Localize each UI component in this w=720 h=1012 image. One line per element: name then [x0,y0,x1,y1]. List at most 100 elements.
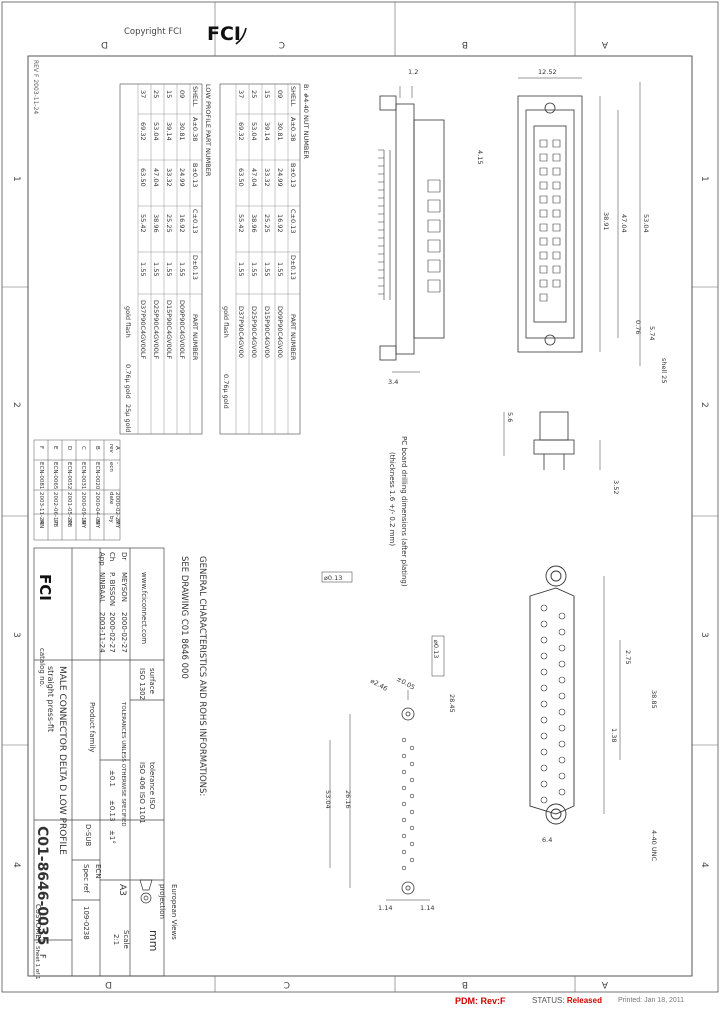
zone-number-left: 3 [11,632,21,638]
pcb-hole-pattern [321,571,445,901]
finish-label: gold flash [222,306,230,338]
revision-header: date [108,492,114,505]
finish-label: 0.76µ gold [222,374,230,409]
table-title: LOW PROFILE PART NUMBER [204,84,212,177]
zone-letter-top: B [462,39,468,49]
revision-header: ecn [108,462,114,472]
table-row: 25 53.04 47.04 38.96 1.55 D25P90C4GV00 [250,90,258,358]
table-cell: D09P90C4GV00 [276,306,284,358]
tolerance-frame: ⌀0.13 [324,574,342,582]
table-cell: D25P90C4GV00LF [152,300,160,360]
revision-header: rev [108,444,114,454]
dim-shell-25: shell 25 [660,358,668,383]
dim-138: 1.38 [610,728,618,742]
revision-cell: ECN-0031 [80,462,86,489]
table-cell: 16.92 [276,214,284,233]
revision-cell: E [52,446,58,450]
zone-letter-bottom: A [601,979,608,989]
table-cell: 1.55 [263,262,271,276]
revision-cell: 2002-06-17 [52,492,58,524]
printed-date: Printed: Jan 18, 2011 [618,997,685,1004]
dim-56: 5.6 [506,412,514,422]
dim-34: 3.4 [388,378,398,386]
table-cell: 1.55 [178,262,186,276]
revision-cell: A [114,446,120,450]
side-view [378,86,445,373]
website: www.fciconnect.com [140,572,148,644]
table-cell: 47.04 [152,168,160,187]
table-row: 15 39.14 33.32 25.25 1.55 D15P90C4GV00LF [165,90,173,360]
table-cell: 53.04 [152,122,160,141]
pc-board-thickness: (thickness 1.6 +/- 0.2 mm) [388,452,396,546]
revision-row: F ECN-0081 2003-11-24 NN [38,446,44,528]
iso-406: ISO 406 ISO 1101 [138,762,146,824]
table-header: B±0.13 [289,163,297,187]
table-cell: 09 [276,90,284,98]
drawing-title: MALE CONNECTOR DELTA D LOW PROFILE [57,666,67,855]
mating-face-view [529,565,621,825]
table-row: 37 69.32 63.50 55.42 1.55 D37P90C4GV00 [237,90,245,358]
drawing-number: C01-8646-0035 [34,826,50,945]
outer-border [1,1,719,993]
revision-header: by [108,516,114,523]
revision-table [33,439,121,541]
company: European Views [170,884,178,940]
revision-cell: F [38,446,44,449]
revision-row: A - 2000-02-27 MY [114,446,120,529]
product-family: D-SUB [84,824,92,846]
table-cell: 55.42 [237,214,245,233]
surface-label: surface [148,668,156,694]
revision-cell: 2003-11-24 [38,492,44,524]
revision-row: D ECN-0052 2001-05-20 PB [66,446,72,527]
table-cell: 55.42 [139,214,147,233]
table-cell: 1.55 [276,262,284,276]
drawer-date: 2000-02-27 [120,612,128,653]
revision-cell: D [66,446,72,450]
zone-number-right: 1 [699,176,709,182]
drawer-label: Dr [120,552,128,560]
tolerance-frame: ⌀0.13 [432,640,440,658]
projection-symbol [139,879,153,904]
table-row: 15 39.14 33.32 25.25 1.55 D15P90C4GV00 [263,90,271,358]
table-header: B±0.13 [191,163,199,187]
table-cell: 38.96 [250,214,258,233]
table-title: B: #4-40 NUT NUMBER [302,84,310,159]
revision-cell: MY [80,520,86,529]
checker-name: P. BISSON [108,572,116,606]
table-cell: D15P90C4GV00LF [165,300,173,360]
dim-tail-width: 1.2 [408,68,418,76]
table-cell: 24.99 [178,168,186,187]
dim-thread: 4-40 UNC [650,830,658,861]
zone-letter-top: D [101,39,108,49]
table-header: SHELL [191,86,199,107]
status-value: Released [566,996,602,1005]
inner-frame [27,55,693,977]
scale-label: Scale [122,930,130,949]
iso-1302: ISO 1302 [138,668,146,700]
table-cell: 33.32 [263,168,271,187]
fci-logo: FCI [207,23,247,45]
table-cell: 15 [263,90,271,98]
zone-letter-top: C [279,39,285,49]
revision-row: C ECN-0031 2000-09-10 MY [80,446,86,529]
dim-top-width: 12.52 [538,68,557,76]
revision-cell: ECN-0065 [52,462,58,490]
revision-cell: NN [38,520,44,528]
revision-cell: 2001-05-20 [66,492,72,524]
table-cell: 69.32 [139,122,147,141]
table-cell: 15 [165,90,173,98]
revision-cell: PB [52,520,58,527]
table-cell: 24.99 [276,168,284,187]
fci-logo-text: FCI [207,23,241,45]
table-cell: 37 [139,90,147,98]
table-cell: 47.04 [250,168,258,187]
title-block-logo-text: FCI [36,574,54,601]
table-cell: 1.55 [165,262,173,276]
dim-pitch: 1.14 [378,904,392,912]
part-table-pc-tail: B: #4-40 NUT NUMBER SHELL A±0.38 B±0.13 … [219,83,310,435]
revision-cell: - [114,462,120,464]
table-header: C±0.13 [191,209,199,233]
table-header: C±0.13 [289,209,297,233]
table-header: A±0.38 [191,117,199,141]
revision-cell: B [94,446,100,450]
